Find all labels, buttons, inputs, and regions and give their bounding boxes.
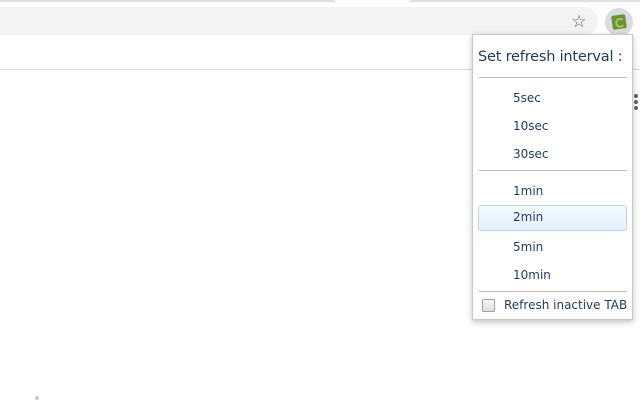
separator <box>479 77 627 78</box>
tab-strip-edge-right <box>410 0 640 2</box>
option-10min[interactable]: 10min <box>513 268 551 282</box>
extension-button[interactable] <box>605 8 633 36</box>
refresh-inactive-tab-row[interactable]: Refresh inactive TAB <box>482 297 627 313</box>
address-bar[interactable] <box>0 7 598 35</box>
separator <box>479 170 627 171</box>
more-options-icon[interactable] <box>634 94 640 112</box>
refresh-inactive-tab-checkbox[interactable] <box>482 298 495 312</box>
option-5sec[interactable]: 5sec <box>513 91 541 105</box>
star-icon[interactable]: ☆ <box>571 12 587 32</box>
refresh-extension-icon <box>611 14 627 30</box>
bookmarks-divider <box>0 69 640 70</box>
option-30sec[interactable]: 30sec <box>513 147 549 161</box>
option-2min-selected[interactable]: 2min <box>478 205 627 231</box>
separator <box>479 291 627 292</box>
option-5min[interactable]: 5min <box>513 240 544 254</box>
page-artifact <box>35 396 39 400</box>
popup-title: Set refresh interval : <box>478 49 623 65</box>
browser-toolbar: ☆ <box>0 3 640 37</box>
refresh-interval-popup: Set refresh interval : 5sec 10sec 30sec … <box>472 34 633 320</box>
checkbox-label: Refresh inactive TAB <box>504 298 628 312</box>
option-1min[interactable]: 1min <box>513 184 544 198</box>
option-10sec[interactable]: 10sec <box>513 119 549 133</box>
tab-strip-edge <box>0 0 335 2</box>
